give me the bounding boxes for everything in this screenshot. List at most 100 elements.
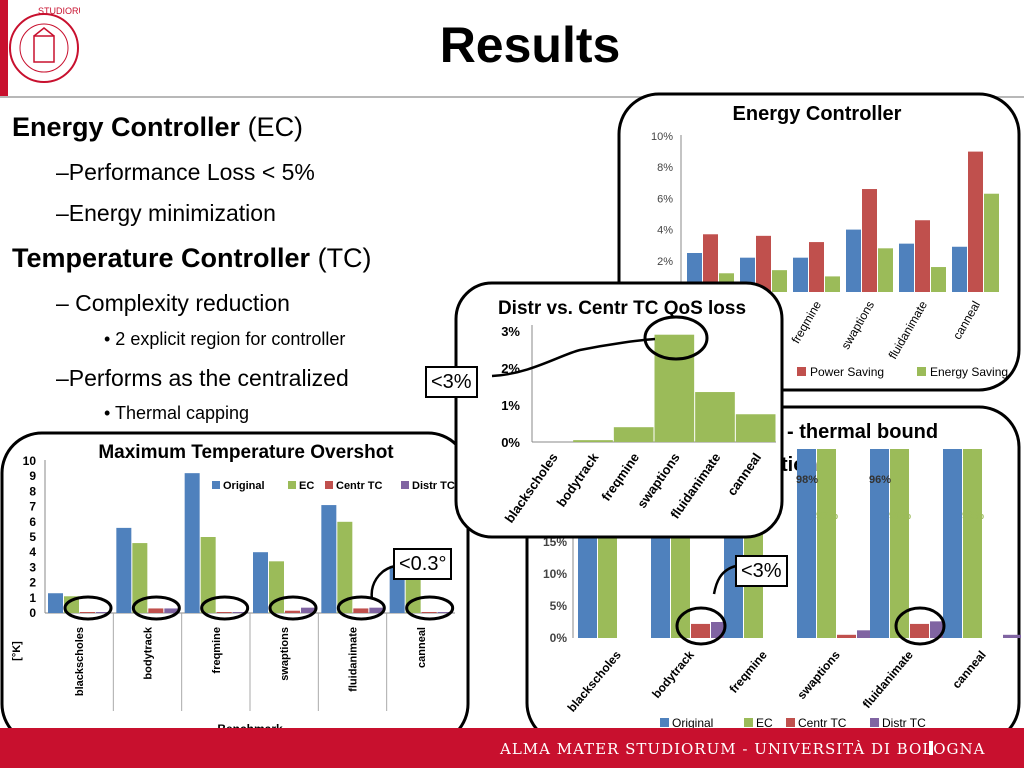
bullet-tc: Temperature Controller (TC) [12, 243, 372, 274]
overshot-bar [116, 527, 132, 613]
overshot-y-label: [°K] [11, 641, 23, 661]
bound-bar [857, 630, 876, 638]
overshot-bar [184, 473, 200, 613]
seal-red-bar [0, 0, 8, 96]
bound-y-tick-label: 10% [543, 567, 567, 581]
bound-legend-swatch [660, 718, 669, 727]
overshot-bar [321, 505, 337, 613]
overshot-bar [64, 596, 79, 613]
overshot-legend-label: Centr TC [336, 480, 383, 492]
overshot-bar [301, 607, 316, 613]
slide-title: Results [439, 17, 621, 73]
overshot-bar [80, 612, 95, 613]
overshot-bar [232, 612, 248, 613]
overshot-y-tick-label: 1 [29, 591, 36, 605]
overshot-bar [253, 552, 268, 613]
overshot-bar [285, 610, 300, 613]
temperature-overshot-chart: Maximum Temperature Overshot 01234567891… [0, 431, 470, 746]
energy-bar [772, 270, 787, 292]
qos-callout: <3% [425, 366, 478, 398]
energy-legend-label: Energy Saving [930, 365, 1008, 379]
bound-bar [963, 449, 982, 638]
bullet-tc-1a: • 2 explicit region for controller [104, 329, 346, 349]
bound-callout: <3% [735, 555, 788, 587]
overshot-bar [164, 608, 180, 613]
bound-y-tick-label: 5% [550, 599, 568, 613]
bullet-tc-abbr: (TC) [317, 243, 372, 273]
overshot-y-tick-label: 8 [29, 484, 36, 498]
energy-bar [809, 242, 824, 292]
qos-y-tick-label: 3% [501, 324, 520, 339]
energy-bar [984, 193, 999, 292]
overshot-legend-label: Original [223, 480, 265, 492]
bullet-tc-2a: • Thermal capping [104, 403, 250, 423]
overshot-legend-swatch [325, 481, 333, 489]
bound-bar [817, 449, 836, 638]
bound-bar [890, 449, 909, 638]
bound-highlight-ellipse [894, 606, 946, 646]
title-divider [0, 96, 1024, 98]
qos-bar [613, 427, 654, 442]
bullet-tc-1: – Complexity reduction [56, 290, 290, 316]
overshot-callout: <0.3° [393, 548, 453, 580]
bound-legend-label: Centr TC [798, 716, 847, 730]
bound-y-tick-label: 0% [550, 631, 568, 645]
overshot-y-tick-label: 7 [29, 500, 36, 514]
bound-legend-label: Distr TC [882, 716, 926, 730]
bound-highlight-ellipse [675, 606, 727, 646]
bound-legend-label: EC [756, 716, 773, 730]
bound-data-label: 92% [962, 510, 984, 522]
overshot-highlight-ellipse [336, 595, 386, 621]
footer-page-mark [929, 741, 933, 755]
qos-bar [654, 334, 695, 442]
overshot-bar [216, 612, 232, 613]
bound-bar [943, 449, 962, 638]
energy-y-tick-label: 8% [657, 162, 673, 174]
overshot-highlight-ellipse [268, 595, 318, 621]
overshot-chart-title: Maximum Temperature Overshot [98, 442, 394, 463]
overshot-legend-swatch [401, 481, 409, 489]
energy-bar [952, 246, 967, 292]
overshot-bar [148, 608, 164, 613]
overshot-x-tick-label: fluidanimate [348, 627, 360, 692]
overshot-legend-swatch [212, 481, 220, 489]
bound-bar [837, 634, 856, 638]
overshot-legend-label: EC [299, 480, 314, 492]
overshot-legend-label: Distr TC [412, 480, 455, 492]
overshot-bar [421, 612, 437, 613]
overshot-highlight-ellipse [131, 595, 181, 621]
qos-bar [695, 392, 735, 442]
energy-y-tick-label: 2% [657, 256, 673, 268]
energy-bar [915, 220, 930, 292]
energy-bar [703, 234, 718, 292]
energy-bar [846, 229, 861, 292]
bullet-ec-abbr: (EC) [247, 112, 304, 142]
bullet-ec-2: –Energy minimization [56, 200, 276, 226]
bound-data-label: 97% [816, 510, 838, 522]
bound-bar [1003, 634, 1021, 638]
energy-bar [931, 267, 946, 292]
overshot-y-tick-label: 9 [29, 469, 36, 483]
bound-data-label: 98% [796, 474, 818, 486]
energy-legend-swatch [797, 367, 806, 376]
overshot-bar [96, 612, 111, 613]
energy-legend-swatch [917, 367, 926, 376]
bullet-tc-title: Temperature Controller [12, 243, 311, 273]
qos-chart-title: Distr vs. Centr TC QoS loss [498, 298, 746, 319]
overshot-bar [353, 608, 369, 613]
overshot-bar [437, 612, 453, 613]
bound-legend-label: Original [672, 716, 713, 730]
bound-data-label: 96% [869, 474, 891, 486]
overshot-y-tick-label: 6 [29, 515, 36, 529]
overshot-x-tick-label: blackscholes [74, 627, 86, 696]
bound-data-label: 96% [889, 510, 911, 522]
overshot-highlight-ellipse [405, 595, 455, 621]
qos-bar [573, 440, 613, 442]
bound-chart-title: - thermal bound [787, 421, 938, 443]
footer-text: ALMA MATER STUDIORUM - UNIVERSITÀ DI BOL… [500, 740, 986, 758]
energy-bar [793, 257, 808, 292]
overshot-highlight-ellipse [63, 595, 113, 621]
overshot-y-tick-label: 4 [29, 545, 36, 559]
energy-chart-title: Energy Controller [733, 103, 902, 125]
